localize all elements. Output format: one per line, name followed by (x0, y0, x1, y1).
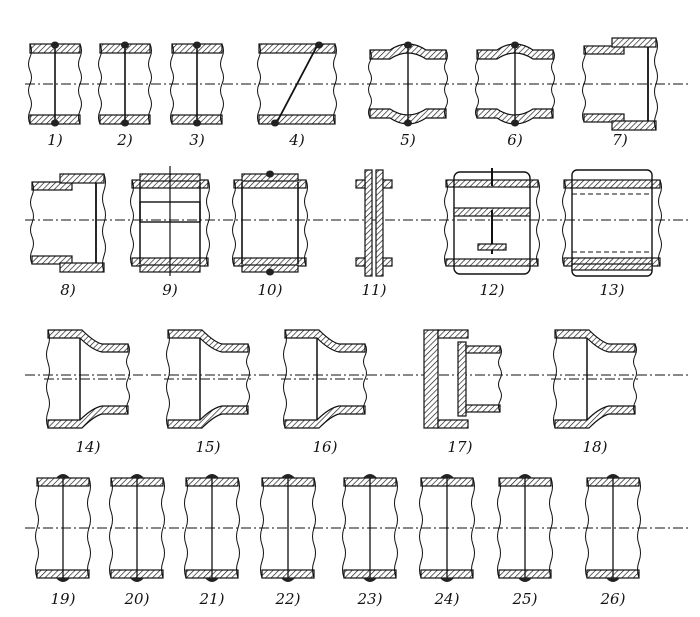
joint-label: 2) (116, 131, 133, 149)
joint-label: 19) (51, 590, 76, 608)
joint-10 (232, 170, 308, 276)
joint-5 (368, 41, 448, 127)
joint-label: 3) (189, 131, 205, 149)
joint-7 (582, 37, 658, 131)
joint-label: 4) (288, 131, 305, 149)
joint-label: 16) (313, 438, 338, 456)
joint-label: 14) (76, 438, 101, 456)
joint-label: 1) (47, 131, 63, 149)
joint-label: 9) (162, 281, 178, 299)
joint-16 (281, 329, 369, 429)
joint-label: 18) (583, 438, 608, 456)
joint-24 (419, 474, 475, 582)
joint-label: 20) (124, 590, 150, 608)
joint-6 (475, 41, 555, 127)
joint-label: 7) (612, 131, 628, 149)
joint-label: 21) (199, 590, 225, 608)
joint-25 (497, 474, 553, 582)
joint-1 (28, 41, 82, 127)
joint-label: 8) (60, 281, 76, 299)
joint-label: 13) (600, 281, 625, 299)
joint-label: 23) (357, 590, 383, 608)
joint-21 (184, 474, 240, 582)
joint-label: 26) (600, 590, 626, 608)
joint-9 (130, 166, 210, 276)
joint-label: 10) (258, 281, 283, 299)
joint-label: 5) (400, 131, 416, 149)
joint-label: 12) (480, 281, 505, 299)
joint-12 (444, 168, 540, 275)
joint-label: 17) (448, 438, 473, 456)
joint-label: 11) (362, 281, 387, 299)
joint-26 (585, 474, 641, 582)
joint-11 (355, 169, 393, 277)
joint-4 (257, 41, 337, 127)
joint-20 (109, 474, 165, 582)
joint-22 (260, 474, 316, 582)
joint-17 (423, 329, 502, 429)
joint-18 (551, 329, 639, 429)
joint-23 (342, 474, 398, 582)
joint-15 (164, 329, 252, 429)
joint-14 (44, 329, 132, 429)
joint-label: 22) (275, 590, 301, 608)
joint-label: 25) (512, 590, 538, 608)
joint-8 (30, 173, 106, 273)
joint-label: 24) (434, 590, 460, 608)
joint-13 (562, 169, 662, 277)
joint-19 (35, 474, 91, 582)
joint-label: 15) (196, 438, 221, 456)
joint-2 (98, 41, 152, 127)
joint-label: 6) (507, 131, 523, 149)
joint-3 (170, 41, 224, 127)
